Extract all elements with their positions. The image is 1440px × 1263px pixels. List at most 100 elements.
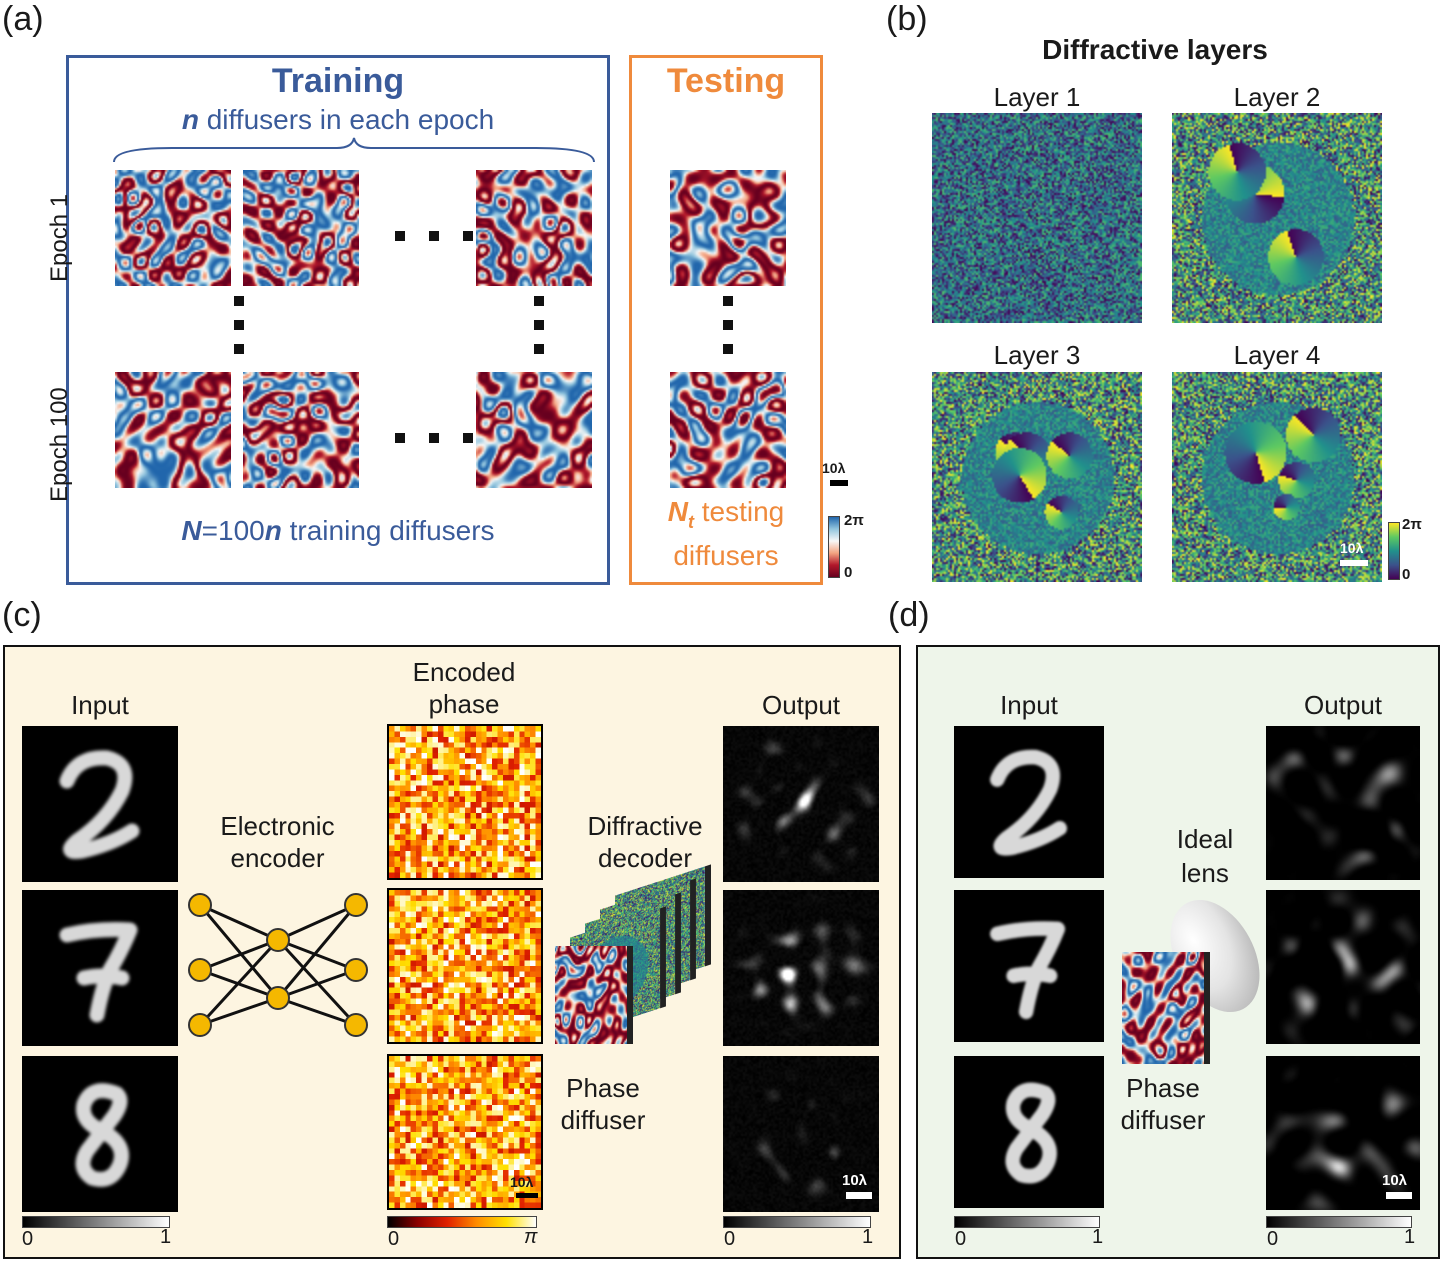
colorbar-rdbu bbox=[828, 516, 840, 578]
brace bbox=[113, 137, 595, 163]
c-encoded-scalebar bbox=[516, 1193, 538, 1198]
d-diffuser-line2: diffuser bbox=[1120, 1105, 1206, 1135]
c-output-scalebar bbox=[846, 1192, 872, 1199]
c-encoded-scale-label: 10λ bbox=[510, 1174, 534, 1190]
c-output-1 bbox=[723, 726, 879, 882]
c-output-cbar-max: 1 bbox=[862, 1226, 874, 1248]
d-input-title: Input bbox=[1000, 690, 1058, 720]
cbar-b-min: 0 bbox=[1402, 566, 1411, 583]
c-input-cbar-min: 0 bbox=[22, 1228, 34, 1250]
testing-title: Testing bbox=[666, 62, 786, 100]
training-footer: N=100n training diffusers bbox=[66, 515, 610, 547]
d-phase-diffuser bbox=[1122, 952, 1210, 1064]
layer4-label: Layer 4 bbox=[1233, 340, 1321, 370]
d-output-cbar-max: 1 bbox=[1404, 1226, 1416, 1248]
d-output-1 bbox=[1266, 726, 1420, 880]
d-output-scale-label: 10λ bbox=[1382, 1172, 1408, 1189]
layer4-image bbox=[1172, 372, 1382, 582]
scalebar-a bbox=[830, 480, 848, 486]
encoded-line1: Encoded bbox=[412, 657, 516, 687]
Nt-symbol: N bbox=[667, 496, 688, 527]
ellipsis-v-1 bbox=[234, 282, 244, 368]
d-output-3 bbox=[1266, 1056, 1420, 1210]
c-output-colorbar bbox=[723, 1216, 871, 1228]
decoder-line2: decoder bbox=[598, 843, 692, 873]
c-encoded-title: Encoded phase bbox=[386, 656, 542, 720]
encoded-phase-1 bbox=[387, 724, 543, 880]
diffractive-title: Diffractive layers bbox=[1042, 34, 1268, 65]
n-symbol-2: n bbox=[264, 515, 282, 546]
ellipsis-v-2 bbox=[534, 282, 544, 368]
diffuser-e1-n bbox=[476, 170, 592, 286]
diffuser-e1-2 bbox=[243, 170, 359, 286]
c-input-digit-2 bbox=[22, 726, 178, 882]
c-encoder-label: Electronic encoder bbox=[195, 810, 360, 874]
layer2-image bbox=[1172, 113, 1382, 323]
cbar-b-max: 2π bbox=[1402, 516, 1422, 533]
c-phase-diffuser-label: Phase diffuser bbox=[548, 1072, 658, 1136]
testing-line2: diffusers bbox=[673, 539, 779, 571]
testing-footer: Nt testing diffusers bbox=[629, 495, 823, 573]
cbar-a-max: 2π bbox=[844, 512, 864, 529]
lens-line2: lens bbox=[1181, 858, 1229, 888]
d-input-digit-7 bbox=[954, 890, 1104, 1042]
diffuser-e100-n bbox=[476, 372, 592, 488]
encoder-line2: encoder bbox=[230, 843, 325, 873]
c-output-cbar-min: 0 bbox=[724, 1228, 736, 1250]
footer-rest: training diffusers bbox=[281, 515, 495, 546]
training-subtitle: n diffusers in each epoch bbox=[66, 104, 610, 136]
epoch1-label: Epoch 1 bbox=[46, 193, 73, 282]
footer-eq: =100 bbox=[201, 515, 265, 546]
c-output-title: Output bbox=[761, 690, 841, 720]
stack-diffuser bbox=[555, 946, 633, 1044]
layer2-label: Layer 2 bbox=[1233, 82, 1321, 112]
diffuser-test-n bbox=[670, 372, 786, 488]
n-symbol: n bbox=[181, 104, 199, 135]
panel-label-c: (c) bbox=[2, 596, 42, 634]
c-encoded-colorbar bbox=[387, 1216, 537, 1228]
diffuser-e100-1 bbox=[115, 372, 231, 488]
d-input-digit-2 bbox=[954, 726, 1104, 878]
d-lens-label: Ideal lens bbox=[1160, 822, 1250, 890]
ellipsis-h-1 bbox=[383, 228, 485, 246]
neural-network-graphic bbox=[188, 893, 368, 1037]
d-input-colorbar bbox=[954, 1216, 1100, 1228]
epoch100-label: Epoch 100 bbox=[46, 387, 73, 502]
cbar-a-min: 0 bbox=[844, 564, 853, 581]
ellipsis-h-2 bbox=[383, 430, 485, 448]
d-output-colorbar bbox=[1266, 1216, 1412, 1228]
diffuser-e1-1 bbox=[115, 170, 231, 286]
c-input-digit-8 bbox=[22, 1056, 178, 1212]
N-symbol: N bbox=[181, 515, 202, 546]
testing-line1: testing bbox=[693, 496, 785, 527]
d-output-title: Output bbox=[1303, 690, 1383, 720]
scale-label-a: 10λ bbox=[822, 460, 846, 476]
decoder-line1: Diffractive bbox=[587, 811, 703, 841]
training-subtitle-text: diffusers in each epoch bbox=[198, 104, 495, 135]
testing-box bbox=[629, 55, 823, 585]
c-diffuser-line1: Phase bbox=[566, 1073, 640, 1103]
d-diffuser-line1: Phase bbox=[1126, 1073, 1200, 1103]
d-output-cbar-min: 0 bbox=[1267, 1228, 1279, 1250]
t-subscript: t bbox=[687, 511, 694, 532]
panel-label-a: (a) bbox=[2, 0, 44, 38]
c-encoded-cbar-min: 0 bbox=[388, 1228, 400, 1250]
lens-line1: Ideal bbox=[1176, 824, 1234, 854]
d-output-scalebar bbox=[1386, 1192, 1412, 1199]
d-phase-diffuser-label: Phase diffuser bbox=[1108, 1072, 1218, 1136]
d-input-cbar-max: 1 bbox=[1092, 1226, 1104, 1248]
encoded-phase-3 bbox=[387, 1054, 543, 1210]
c-input-digit-7 bbox=[22, 890, 178, 1046]
d-input-digit-8 bbox=[954, 1056, 1104, 1208]
layer3-label: Layer 3 bbox=[993, 340, 1081, 370]
encoded-line2: phase bbox=[428, 689, 500, 719]
training-title: Training bbox=[271, 62, 405, 100]
c-diffuser-line2: diffuser bbox=[560, 1105, 646, 1135]
panel-label-b: (b) bbox=[886, 0, 928, 38]
ellipsis-v-3 bbox=[723, 282, 733, 368]
c-input-colorbar bbox=[22, 1216, 170, 1228]
training-box bbox=[66, 55, 610, 585]
c-encoded-cbar-max: π bbox=[524, 1226, 538, 1248]
c-output-3 bbox=[723, 1056, 879, 1212]
diffuser-e100-2 bbox=[243, 372, 359, 488]
